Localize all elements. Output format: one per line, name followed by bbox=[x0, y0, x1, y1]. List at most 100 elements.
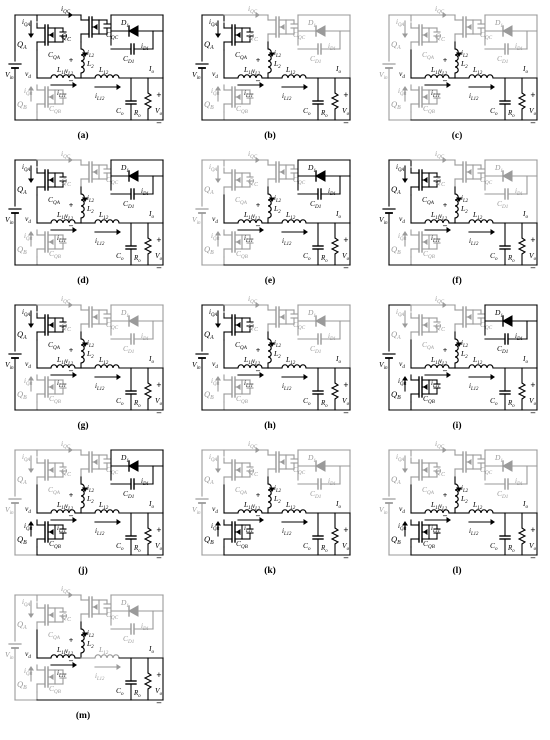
iqc-arrow bbox=[442, 12, 447, 18]
qb-label-main: Q bbox=[204, 389, 210, 399]
cqb-label: CQB bbox=[49, 394, 61, 405]
il2-arrow bbox=[82, 197, 88, 202]
cqa-label-main: C bbox=[235, 485, 241, 494]
qb-label: QB bbox=[204, 534, 214, 546]
il2-label: iL2 bbox=[461, 194, 469, 204]
mosfet-body-arrow bbox=[236, 384, 241, 390]
vd-label: vd bbox=[212, 214, 218, 225]
cqc-label-sub: QC bbox=[111, 35, 119, 41]
vin-label-main: V bbox=[379, 360, 385, 369]
il11-label-sub: L11 bbox=[58, 384, 66, 389]
d1-label-sub: 1 bbox=[500, 168, 503, 174]
iqc-arrow bbox=[442, 302, 447, 308]
d1-label-sub: 1 bbox=[126, 603, 129, 609]
diode-triangle bbox=[314, 460, 326, 472]
l12-inductor bbox=[94, 654, 120, 659]
iqb-label-sub: QB bbox=[213, 382, 219, 387]
l11-label-sub: 11 bbox=[248, 505, 253, 511]
qb-label-sub: B bbox=[210, 250, 214, 256]
iqa-label: iQA bbox=[209, 453, 217, 463]
iqc-label-sub: QC bbox=[63, 589, 71, 595]
vin-label: Vin bbox=[192, 360, 201, 371]
qa-label-main: Q bbox=[391, 39, 397, 49]
mosfet-body-arrow bbox=[49, 177, 54, 183]
il2-label-sub: L2 bbox=[88, 634, 95, 639]
qb-label-main: Q bbox=[17, 534, 23, 544]
iqc-label-main: i bbox=[248, 294, 250, 303]
qa-label: QA bbox=[17, 39, 27, 51]
iqb-label: iQB bbox=[24, 87, 32, 97]
iqb-label-sub: QB bbox=[400, 382, 406, 387]
cqb-label-main: C bbox=[236, 249, 242, 258]
cd1-label: CD1 bbox=[310, 54, 321, 65]
ro-label-sub: o bbox=[138, 259, 141, 264]
co-label-main: C bbox=[116, 686, 122, 695]
cqb-label: CQB bbox=[423, 249, 435, 260]
vo-plus: + bbox=[156, 90, 161, 100]
il11-arrow bbox=[72, 227, 77, 233]
iqc-arrow bbox=[68, 157, 73, 163]
iqc-label: iQC bbox=[61, 439, 71, 450]
vl2-label-main: v bbox=[439, 502, 443, 510]
cqb-label-main: C bbox=[49, 539, 55, 548]
cqb-label: CQB bbox=[423, 394, 435, 405]
vo-label-main: V bbox=[529, 541, 535, 550]
d1-diode bbox=[127, 25, 139, 37]
cd1-label: CD1 bbox=[123, 199, 134, 210]
cqa-label-main: C bbox=[48, 50, 54, 59]
qa-switch bbox=[36, 457, 67, 486]
vin-label: Vin bbox=[379, 360, 388, 371]
vd-label-main: v bbox=[25, 69, 29, 78]
l2-label-sub: 2 bbox=[465, 209, 468, 215]
l2-label-main: L bbox=[86, 204, 91, 213]
iqa-label-sub: QA bbox=[24, 458, 30, 463]
mosfet-body-arrow bbox=[423, 467, 428, 473]
il12-label: iL12 bbox=[95, 237, 105, 247]
qa-switch bbox=[410, 457, 441, 486]
co-label-main: C bbox=[116, 251, 122, 260]
cd1-label: CD1 bbox=[123, 634, 134, 645]
il2-label-main: i bbox=[461, 49, 463, 57]
id1-label: iD1 bbox=[328, 187, 336, 197]
qa-label-main: Q bbox=[204, 39, 210, 49]
vo-minus: – bbox=[343, 552, 349, 562]
il2-label-main: i bbox=[87, 484, 89, 492]
qc-label-sub: C bbox=[67, 182, 71, 188]
il2-label-sub: L2 bbox=[88, 54, 95, 59]
qb-switch bbox=[36, 519, 67, 548]
vl2-plus: + bbox=[69, 201, 74, 210]
iqc-label: iQC bbox=[248, 439, 258, 450]
cd1-label-sub: D1 bbox=[314, 349, 321, 355]
il12-arrow bbox=[303, 519, 308, 525]
cqa-label-main: C bbox=[48, 195, 54, 204]
qa-label: QA bbox=[204, 184, 214, 196]
iqc-label-sub: QC bbox=[63, 299, 71, 305]
vo-label-sub: o bbox=[534, 546, 537, 552]
iqb-label-sub: QB bbox=[26, 92, 32, 97]
qc-label: QC bbox=[435, 466, 445, 478]
id1-label: iD1 bbox=[141, 187, 149, 197]
cqc-label: CQC bbox=[106, 610, 119, 621]
il11-arrow bbox=[259, 517, 264, 523]
iqb-label-sub: QB bbox=[26, 382, 32, 387]
qa-label: QA bbox=[391, 329, 401, 341]
d1-label-main: D bbox=[494, 308, 501, 317]
l2-label: L2 bbox=[273, 494, 281, 505]
qa-label: QA bbox=[204, 329, 214, 341]
iqc-arrow bbox=[68, 447, 73, 453]
vd-label-main: v bbox=[212, 214, 216, 223]
d1-label: D1 bbox=[120, 598, 129, 609]
vl2-label-main: v bbox=[65, 357, 69, 365]
l11-label-sub: 11 bbox=[435, 505, 440, 511]
il12-label-sub: L12 bbox=[96, 242, 105, 247]
vd-label: vd bbox=[399, 214, 405, 225]
iqb-arrow bbox=[402, 86, 408, 91]
il2-label-sub: L2 bbox=[275, 344, 282, 349]
il11-label: iL11 bbox=[57, 89, 66, 99]
co-label-main: C bbox=[116, 541, 122, 550]
qc-switch bbox=[267, 449, 298, 478]
l2-label: L2 bbox=[86, 59, 94, 70]
qb-switch bbox=[410, 374, 441, 403]
qb-label: QB bbox=[204, 244, 214, 256]
iqc-label-sub: QC bbox=[437, 444, 445, 450]
